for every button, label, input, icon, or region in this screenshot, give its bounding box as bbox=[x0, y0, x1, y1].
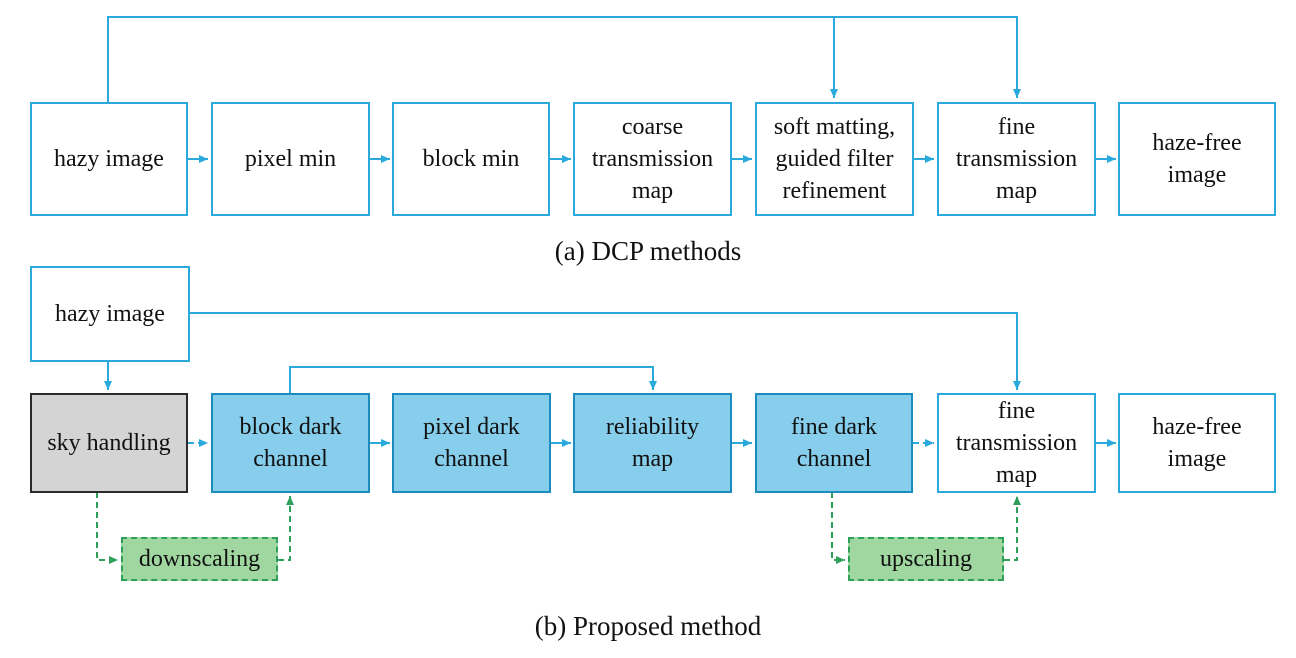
b-haze-free-image-box: haze-free image bbox=[1118, 393, 1276, 493]
b-block-dark-channel-box: block dark channel bbox=[211, 393, 370, 493]
a-block-min-box: block min bbox=[392, 102, 550, 216]
b-upscaling-box: upscaling bbox=[848, 537, 1004, 581]
a-coarse-transmission-map-box: coarse transmission map bbox=[573, 102, 732, 216]
a-hazy-image-box: hazy image bbox=[30, 102, 188, 216]
a-skip-line bbox=[107, 16, 1021, 103]
b-block-to-reliability bbox=[289, 366, 657, 393]
caption-b: (b) Proposed method bbox=[534, 611, 762, 641]
b-downscaling-box: downscaling bbox=[121, 537, 278, 581]
caption-a: (a) DCP methods bbox=[554, 236, 742, 266]
b-fine-dark-channel-box: fine dark channel bbox=[755, 393, 913, 493]
a-refinement-box: soft matting, guided filter refinement bbox=[755, 102, 914, 216]
b-pixel-dark-channel-box: pixel dark channel bbox=[392, 393, 551, 493]
a-pixel-min-box: pixel min bbox=[211, 102, 370, 216]
a-haze-free-image-box: haze-free image bbox=[1118, 102, 1276, 216]
a-fine-transmission-map-box: fine transmission map bbox=[937, 102, 1096, 216]
b-sky-to-downscaling bbox=[96, 492, 118, 564]
b-hazy-to-fine-map bbox=[190, 312, 1021, 390]
b-hazy-image-box: hazy image bbox=[30, 266, 190, 362]
b-sky-handling-box: sky handling bbox=[30, 393, 188, 493]
b-downscaling-to-block bbox=[278, 496, 294, 561]
b-fine-transmission-map-box: fine transmission map bbox=[937, 393, 1096, 493]
b-upscaling-to-finemap bbox=[1004, 496, 1021, 561]
b-fine-to-upscaling bbox=[831, 492, 845, 564]
b-reliability-map-box: reliability map bbox=[573, 393, 732, 493]
